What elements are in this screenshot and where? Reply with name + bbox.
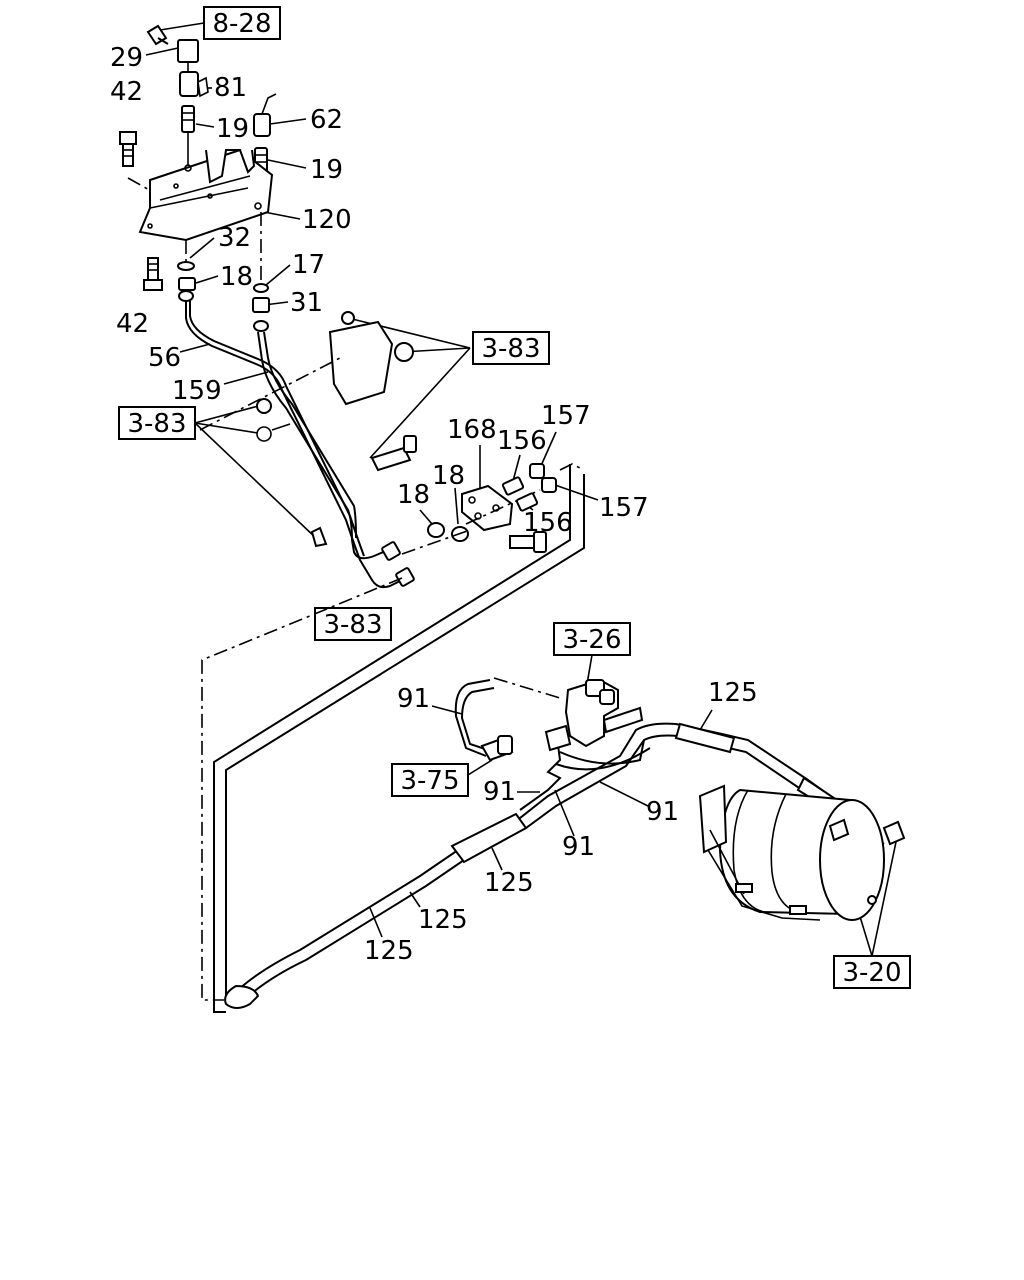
- clip-assembly: [199, 311, 414, 442]
- washer-32: [177, 261, 195, 271]
- callout-81: 81: [214, 73, 247, 103]
- nut-18-left: [427, 522, 445, 538]
- callout-56: 56: [148, 343, 181, 373]
- callout-19-a: 19: [216, 114, 249, 144]
- callout-125-c: 125: [418, 905, 468, 935]
- bracket-168: [461, 484, 514, 532]
- routing-lines: [201, 463, 585, 1013]
- callout-29: 29: [110, 43, 143, 73]
- ref-label: 8-28: [212, 9, 271, 39]
- callout-156-bottom: 156: [523, 508, 573, 538]
- fitting-156-top: [501, 476, 525, 496]
- callout-91-c: 91: [646, 797, 679, 827]
- hose-91: [454, 679, 651, 811]
- callout-91-b: 91: [483, 777, 516, 807]
- bolt-42-bottom: [143, 257, 163, 291]
- nut-157-top: [529, 463, 545, 479]
- fitting-tee-block: [177, 39, 199, 72]
- washer-17: [253, 283, 269, 293]
- fitting-19-left: [181, 105, 195, 166]
- callout-19-b: 19: [310, 155, 343, 185]
- ref-label: 3-20: [842, 958, 901, 988]
- callout-168: 168: [447, 415, 497, 445]
- nut-31: [252, 297, 270, 332]
- bolt-42-top: [119, 131, 137, 167]
- pipe-nut-end-a: [381, 541, 401, 561]
- callout-159: 159: [172, 376, 222, 406]
- air-tank: [698, 784, 906, 921]
- pipe-nut-end-b: [395, 567, 415, 587]
- callout-125-d: 125: [364, 936, 414, 966]
- ref-label: 3-26: [562, 625, 621, 655]
- ref-box-3-83-bottom[interactable]: 3-83: [314, 607, 392, 641]
- callout-157-top: 157: [541, 401, 591, 431]
- callout-91-d: 91: [562, 832, 595, 862]
- fitting-29-elbow: [146, 24, 169, 46]
- nut-18-top: [178, 277, 196, 302]
- ref-box-3-83-left[interactable]: 3-83: [118, 406, 196, 440]
- callout-156-top: 156: [497, 426, 547, 456]
- ref-label: 3-83: [323, 610, 382, 640]
- fitting-81-valve: [179, 71, 209, 98]
- fitting-156-bottom: [515, 492, 539, 512]
- relay-valve: [544, 678, 644, 752]
- callout-62: 62: [310, 105, 343, 135]
- ref-label: 3-83: [481, 334, 540, 364]
- ref-box-8-28[interactable]: 8-28: [203, 6, 281, 40]
- callout-42-top: 42: [110, 77, 143, 107]
- callout-18-top: 18: [220, 262, 253, 292]
- bolt-168: [509, 531, 547, 553]
- callout-31: 31: [290, 288, 323, 318]
- bracket-120: [138, 148, 274, 242]
- callout-18-mid: 18: [432, 461, 465, 491]
- pipe-159: [257, 331, 389, 560]
- callout-125-top: 125: [708, 678, 758, 708]
- ref-box-3-26[interactable]: 3-26: [553, 622, 631, 656]
- fitting-62-valve: [253, 93, 277, 137]
- callout-125-b: 125: [484, 868, 534, 898]
- callout-42-bottom: 42: [116, 309, 149, 339]
- ref-box-3-83-top[interactable]: 3-83: [472, 331, 550, 365]
- ref-label: 3-83: [127, 409, 186, 439]
- bolt-long: [370, 435, 417, 472]
- small-clip-left: [310, 526, 328, 548]
- nut-157-right: [541, 477, 557, 493]
- ref-label: 3-75: [400, 766, 459, 796]
- callout-91-a: 91: [397, 684, 430, 714]
- callout-18-left: 18: [397, 480, 430, 510]
- callout-120: 120: [302, 205, 352, 235]
- valve-3-75: [480, 735, 514, 762]
- callout-157-right: 157: [599, 493, 649, 523]
- ref-box-3-75[interactable]: 3-75: [391, 763, 469, 797]
- callout-17: 17: [292, 250, 325, 280]
- ref-box-3-20[interactable]: 3-20: [833, 955, 911, 989]
